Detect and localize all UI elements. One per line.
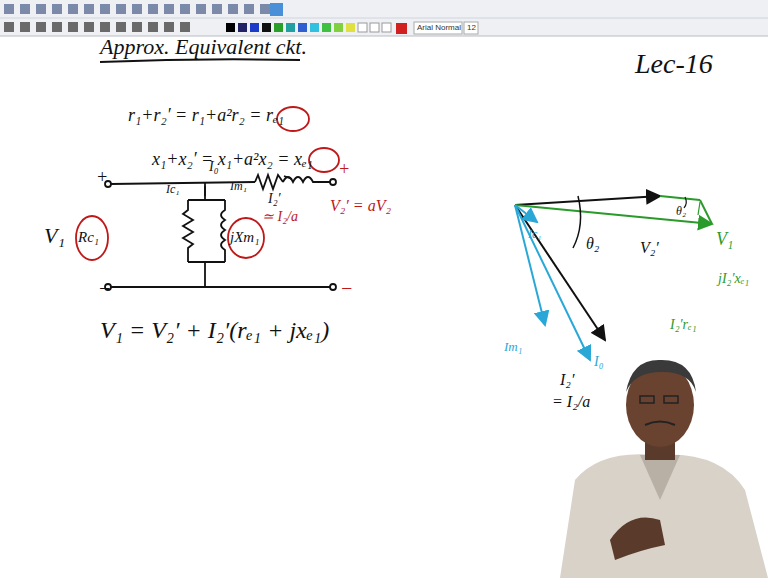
current-label: Ic₁ (166, 183, 180, 195)
phasor-label: Ic₁ (528, 228, 542, 240)
voltage-label: V₁ (44, 225, 65, 247)
current-label: I₀ (209, 160, 219, 174)
phasor-label: = I₂/a (552, 394, 590, 410)
lecture-number: Lec-16 (635, 50, 713, 78)
toolbar-size: 12 (467, 24, 476, 32)
resistance-formula: r₁+r₂′ = r₁+a²r₂ = rₑ₁ (128, 106, 284, 124)
voltage-relation: V₂′ = aV₂ (330, 198, 391, 214)
current-relation: ≃ I₂/a (262, 210, 298, 224)
terminal-sign: − (340, 278, 354, 298)
voltage-equation: V₁ = V₂′ + I₂′(rₑ₁ + jxₑ₁) (100, 318, 329, 342)
angle-label: θ₂ (586, 236, 599, 252)
reactance-formula: x₁+x₂′ = x₁+a²x₂ = xₑ₁ (152, 150, 313, 168)
terminal-sign: − (98, 278, 112, 298)
slide-title: Approx. Equivalent ckt. (100, 36, 307, 58)
current-label: I₂′ (268, 192, 281, 206)
phasor-label: jI₂′xₑ₁ (718, 272, 749, 286)
angle-label: θ₂ (676, 205, 686, 217)
toolbar-font: Arial Normal (417, 24, 461, 32)
phasor-label: I₂′rₑ₁ (670, 318, 697, 332)
phasor-label: V₁ (716, 230, 733, 248)
terminal-sign: + (96, 168, 108, 186)
current-label: Im₁ (230, 180, 247, 192)
reactance-label: jXm₁ (230, 230, 259, 245)
resistor-label: Rc₁ (78, 230, 99, 245)
phasor-label: I₂′ (560, 372, 574, 388)
terminal-sign: + (338, 160, 350, 178)
phasor-label: Im₁ (504, 340, 522, 353)
phasor-label: I₀ (594, 355, 604, 369)
phasor-label: V₂′ (640, 240, 659, 256)
